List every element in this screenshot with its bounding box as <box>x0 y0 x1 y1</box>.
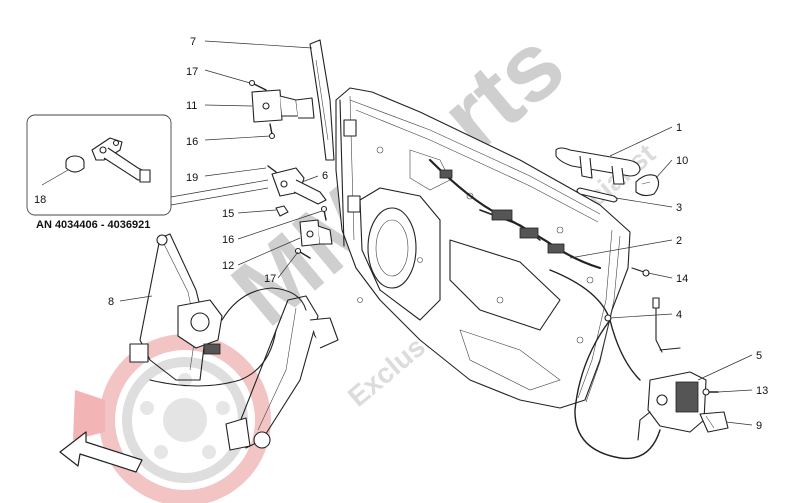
lock-screw <box>702 388 719 396</box>
hinge-bolt-16b <box>320 205 328 221</box>
callout-2: 2 <box>676 235 682 247</box>
door-inner-panel <box>335 87 631 409</box>
watermark-logo <box>73 334 271 503</box>
check-strap-nut-15 <box>275 205 289 217</box>
callout-10: 10 <box>676 155 688 167</box>
callout-17-upper: 17 <box>186 66 198 78</box>
outer-door-handle <box>555 147 641 185</box>
callout-11: 11 <box>186 100 197 112</box>
callout-19: 19 <box>186 172 198 184</box>
window-regulator <box>129 233 339 451</box>
callout-7: 7 <box>190 36 196 48</box>
inset-callout-18: 18 <box>34 194 46 206</box>
callouts: 7 17 11 16 19 6 15 16 12 17 8 1 10 3 2 1… <box>108 36 768 432</box>
wiring-harness <box>428 158 602 270</box>
handle-gasket <box>576 187 618 203</box>
front-trim-strip <box>309 39 335 161</box>
lock-striker <box>699 411 729 433</box>
callout-13: 13 <box>756 385 768 397</box>
handle-cap <box>635 174 660 197</box>
callout-15: 15 <box>222 208 234 220</box>
callout-8: 8 <box>108 296 114 308</box>
callout-6: 6 <box>322 170 328 182</box>
inset-check-strap <box>91 137 151 183</box>
door-check-strap <box>267 165 327 205</box>
upper-hinge <box>251 89 315 123</box>
callout-16-lower: 16 <box>222 234 234 246</box>
callout-5: 5 <box>756 350 762 362</box>
callout-9: 9 <box>756 420 762 432</box>
leader-lines <box>119 40 753 426</box>
hinge-screw-17a <box>248 79 267 91</box>
callout-4: 4 <box>676 309 682 321</box>
callout-17-lower: 17 <box>264 273 276 285</box>
direction-arrow <box>59 431 143 473</box>
inset-plug <box>65 155 85 173</box>
door-lock-actuator <box>637 371 707 441</box>
callout-12: 12 <box>222 260 234 272</box>
callout-3: 3 <box>676 202 682 214</box>
panel-screw-14 <box>631 267 650 277</box>
lower-hinge <box>299 219 333 247</box>
callout-1: 1 <box>676 122 682 134</box>
callout-16-upper: 16 <box>186 136 198 148</box>
callout-14: 14 <box>676 273 688 285</box>
hinge-screw-17b <box>294 247 311 259</box>
inset-box: 18 AN 4034406 - 4036921 <box>26 114 172 231</box>
door-release-cable <box>549 269 681 460</box>
hinge-bolt-16a <box>268 123 276 140</box>
inset-label: AN 4034406 - 4036921 <box>36 219 150 231</box>
